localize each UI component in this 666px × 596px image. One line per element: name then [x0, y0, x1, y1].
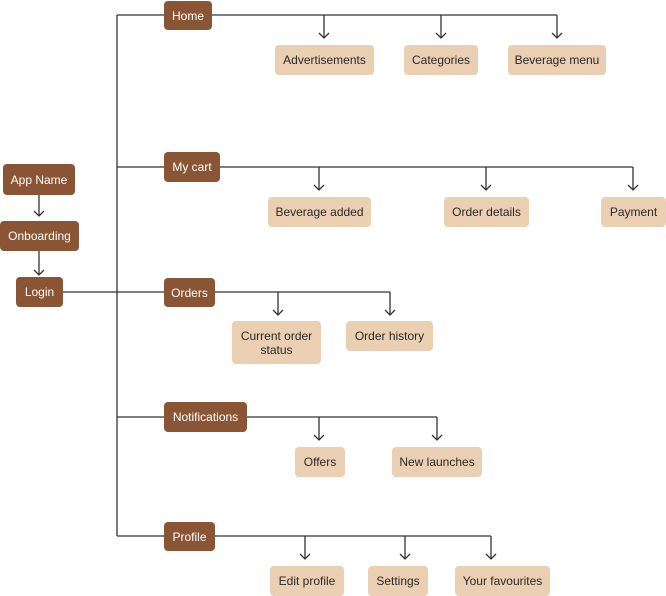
node-categories: Categories: [404, 45, 478, 75]
node-order-details: Order details: [444, 197, 529, 227]
node-settings: Settings: [368, 566, 428, 596]
node-advertisements: Advertisements: [275, 45, 374, 75]
node-home: Home: [164, 1, 212, 30]
node-order-history: Order history: [346, 321, 433, 351]
node-offers: Offers: [295, 447, 345, 477]
node-profile: Profile: [164, 522, 215, 551]
node-edit-profile: Edit profile: [270, 566, 344, 596]
node-login: Login: [16, 277, 63, 307]
node-your-favourites: Your favourites: [455, 566, 550, 596]
node-notifications: Notifications: [164, 402, 247, 432]
node-beverage-menu: Beverage menu: [508, 45, 606, 75]
node-beverage-added: Beverage added: [268, 197, 371, 227]
arrow-head-onboarding: [33, 210, 45, 217]
node-current-order-status: Current order status: [232, 321, 321, 364]
node-orders: Orders: [164, 278, 215, 307]
node-new-launches: New launches: [392, 447, 482, 477]
node-app-name: App Name: [3, 164, 75, 195]
node-payment: Payment: [601, 197, 666, 227]
node-onboarding: Onboarding: [0, 221, 79, 251]
arrow-head-login: [33, 269, 45, 276]
node-my-cart: My cart: [164, 152, 220, 182]
